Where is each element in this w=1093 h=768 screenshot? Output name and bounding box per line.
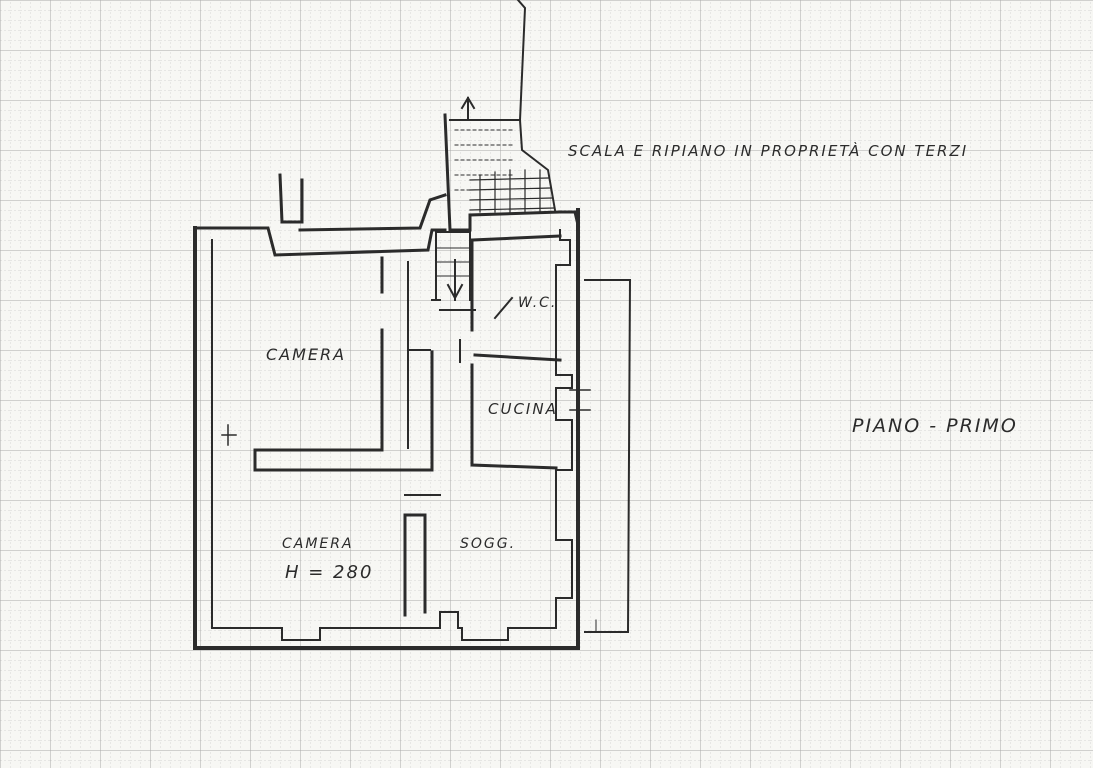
window-marks [221,389,591,599]
room-label-living: SOGG. [460,536,516,552]
room-label-bathroom: W.C. [518,295,557,311]
room-label-bedroom-lower: CAMERA [282,536,354,552]
corridor-wall-top [278,173,447,232]
stair-block [435,0,580,301]
partition-living-left [403,513,427,617]
partition-wc [470,234,562,362]
ceiling-height-label: H = 280 [285,562,373,583]
floor-title: PIANO - PRIMO [852,415,1018,437]
partition-bedroom-upper-right [253,256,434,472]
partition-kitchen [470,363,558,470]
partition-wc-door [459,296,514,363]
room-label-bedroom-upper: CAMERA [266,345,346,364]
floor-plan-drawing [193,0,632,650]
stair-note: SCALA E RIPIANO IN PROPRIETÀ CON TERZI [568,141,968,160]
room-label-kitchen: CUCINA [488,400,558,418]
outer-wall [193,208,580,650]
corridor-wall [193,226,447,257]
partition-inner [407,261,476,449]
balcony-outline [584,279,632,633]
outer-wall-inner-line [211,229,573,641]
